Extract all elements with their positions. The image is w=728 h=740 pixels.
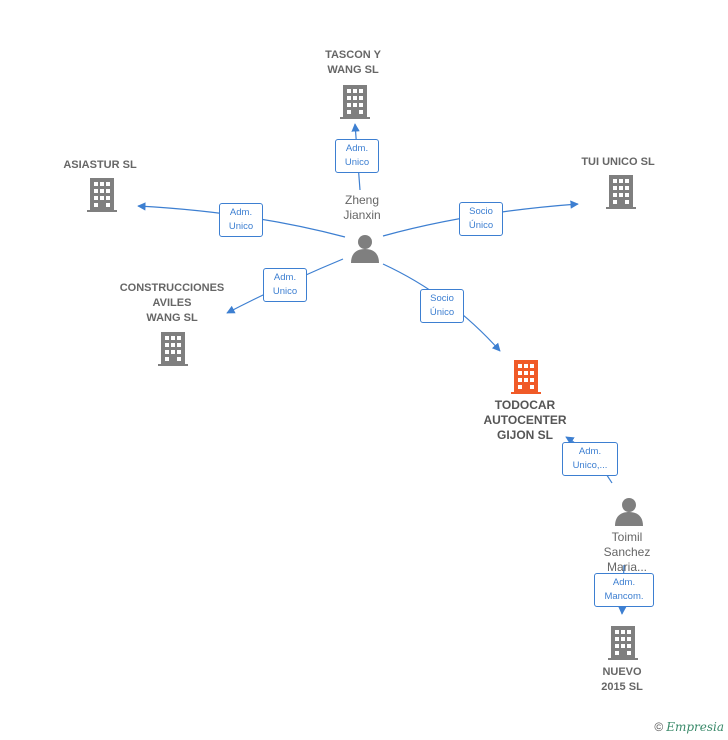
asiastur-building-icon[interactable] — [87, 178, 117, 212]
company-label-todocar[interactable]: TODOCAR AUTOCENTER GIJON SL — [483, 398, 567, 442]
brand-footer: ©Empresia — [654, 720, 724, 734]
company-label-nuevo[interactable]: NUEVO 2015 SL — [601, 666, 643, 693]
role-badge-todocar[interactable]: Socio Único — [420, 289, 464, 323]
role-badge-toimil-todocar[interactable]: Adm. Unico,... — [562, 442, 618, 476]
role-badge-construcciones[interactable]: Adm. Unico — [263, 268, 307, 302]
copyright-symbol: © — [654, 720, 664, 734]
person-label-zheng[interactable]: Zheng Jianxin — [343, 193, 381, 222]
toimil-person-icon[interactable] — [615, 498, 643, 526]
company-label-tascon[interactable]: TASCON Y WANG SL — [325, 49, 381, 76]
company-label-tui[interactable]: TUI UNICO SL — [581, 156, 655, 168]
brand-logo: Empresia — [666, 720, 724, 734]
tui-building-icon[interactable] — [606, 175, 636, 209]
zheng-person-icon[interactable] — [351, 235, 379, 263]
tascon-building-icon[interactable] — [340, 85, 370, 119]
role-badge-asiastur[interactable]: Adm. Unico — [219, 203, 263, 237]
todocar-building-icon[interactable] — [511, 360, 541, 394]
person-label-toimil[interactable]: Toimil Sanchez Maria... — [603, 530, 651, 574]
company-label-construcciones[interactable]: CONSTRUCCIONES AVILES WANG SL — [119, 282, 225, 324]
company-label-asiastur[interactable]: ASIASTUR SL — [63, 159, 137, 171]
construcciones-building-icon[interactable] — [158, 332, 188, 366]
role-badge-toimil-nuevo[interactable]: Adm. Mancom. — [594, 573, 654, 607]
role-badge-tascon[interactable]: Adm. Unico — [335, 139, 379, 173]
role-badge-tui[interactable]: Socio Único — [459, 202, 503, 236]
nuevo-building-icon[interactable] — [608, 626, 638, 660]
